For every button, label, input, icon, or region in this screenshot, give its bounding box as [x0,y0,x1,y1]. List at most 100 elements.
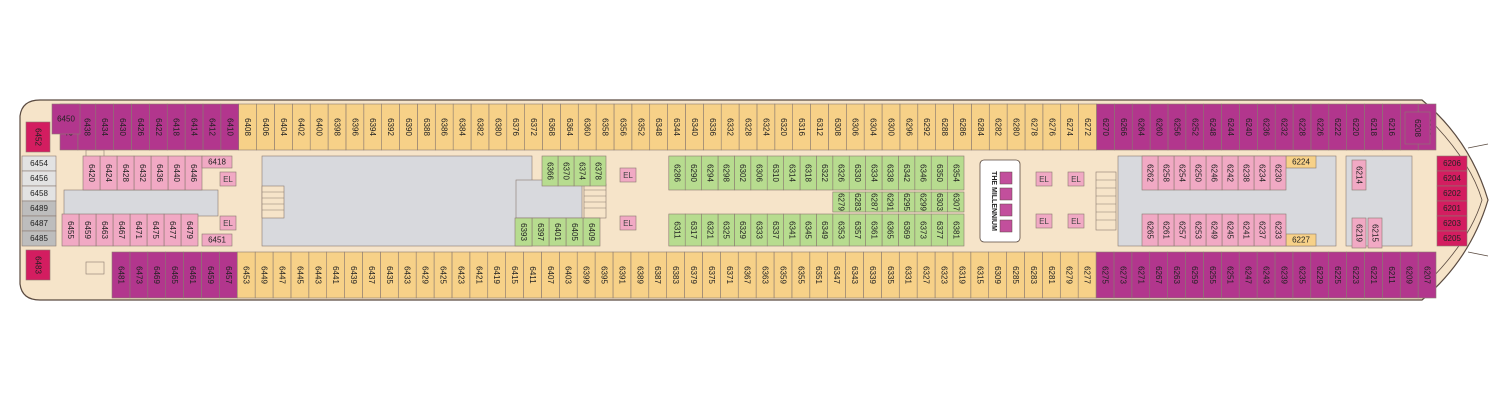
cabin-6201[interactable]: 6201 [1436,200,1468,217]
cabin-6234[interactable]: 6234 [1253,155,1271,191]
cabin-6304[interactable]: 6304 [863,103,883,151]
cabin-6262[interactable]: 6262 [1141,155,1159,191]
cabin-6345[interactable]: 6345 [799,213,817,247]
cabin-6443[interactable]: 6443 [308,251,328,299]
cabin-6450[interactable]: 6450 [51,103,81,135]
cabin-6348[interactable]: 6348 [649,103,668,151]
cabin-6291[interactable]: 6291 [881,191,899,213]
cabin-6237[interactable]: 6237 [1253,213,1271,247]
cabin-6369[interactable]: 6369 [898,213,916,247]
cabin-6294[interactable]: 6294 [701,155,719,191]
cabin-6282[interactable]: 6282 [988,103,1008,151]
cabin-6334[interactable]: 6334 [865,155,883,191]
cabin-6353[interactable]: 6353 [832,213,850,247]
cabin-6242[interactable]: 6242 [1221,155,1239,191]
cabin-6339[interactable]: 6339 [863,251,882,299]
cabin-6265[interactable]: 6265 [1141,213,1159,247]
cabin-6394[interactable]: 6394 [363,103,382,151]
cabin-6361[interactable]: 6361 [865,213,883,247]
cabin-6440[interactable]: 6440 [167,155,186,191]
cabin-6445[interactable]: 6445 [290,251,310,299]
cabin-6261[interactable]: 6261 [1157,213,1175,247]
cabin-6283[interactable]: 6283 [1024,251,1043,299]
cabin-6220[interactable]: 6220 [1346,103,1365,151]
cabin-6355[interactable]: 6355 [791,251,811,299]
cabin-6230[interactable]: 6230 [1269,155,1287,191]
cabin-6236[interactable]: 6236 [1256,103,1276,151]
cabin-6487[interactable]: 6487 [21,215,57,232]
cabin-6314[interactable]: 6314 [783,155,801,191]
cabin-6318[interactable]: 6318 [799,155,817,191]
cabin-6463[interactable]: 6463 [95,213,114,247]
cabin-6351[interactable]: 6351 [809,251,828,299]
cabin-6260[interactable]: 6260 [1149,103,1169,151]
cabin-6241[interactable]: 6241 [1237,213,1255,247]
cabin-6461[interactable]: 6461 [183,251,202,299]
cabin-6274[interactable]: 6274 [1060,103,1079,151]
cabin-6245[interactable]: 6245 [1221,213,1239,247]
cabin-6326[interactable]: 6326 [832,155,850,191]
cabin-6320[interactable]: 6320 [774,103,793,151]
cabin-6288[interactable]: 6288 [935,103,954,151]
cabin-6207[interactable]: 6207 [1417,251,1437,299]
cabin-6223[interactable]: 6223 [1346,251,1365,299]
cabin-6386[interactable]: 6386 [434,103,454,151]
cabin-6384[interactable]: 6384 [452,103,472,151]
cabin-6333[interactable]: 6333 [750,213,768,247]
cabin-6483[interactable]: 6483 [25,249,51,281]
cabin-6446[interactable]: 6446 [184,155,203,191]
cabin-6405[interactable]: 6405 [565,217,584,247]
cabin-6419[interactable]: 6419 [487,251,506,299]
cabin-6471[interactable]: 6471 [129,213,148,247]
cabin-6357[interactable]: 6357 [848,213,866,247]
cabin-6374[interactable]: 6374 [573,155,591,187]
cabin-6264[interactable]: 6264 [1131,103,1151,151]
cabin-6359[interactable]: 6359 [773,251,793,299]
cabin-6410[interactable]: 6410 [220,103,240,151]
cabin-6389[interactable]: 6389 [630,251,650,299]
cabin-6439[interactable]: 6439 [344,251,363,299]
cabin-6214[interactable]: 6214 [1351,159,1367,191]
cabin-6205[interactable]: 6205 [1436,230,1468,247]
cabin-6425[interactable]: 6425 [433,251,453,299]
cabin-6341[interactable]: 6341 [783,213,801,247]
cabin-6447[interactable]: 6447 [272,251,292,299]
cabin-6295[interactable]: 6295 [898,191,916,213]
cabin-6412[interactable]: 6412 [202,103,222,151]
cabin-6428[interactable]: 6428 [116,155,135,191]
cabin-6299[interactable]: 6299 [914,191,932,213]
cabin-6380[interactable]: 6380 [488,103,508,151]
cabin-6302[interactable]: 6302 [734,155,752,191]
cabin-6256[interactable]: 6256 [1167,103,1187,151]
cabin-6319[interactable]: 6319 [952,251,972,299]
cabin-6473[interactable]: 6473 [129,251,149,299]
cabin-6336[interactable]: 6336 [703,103,722,151]
cabin-6219[interactable]: 6219 [1351,217,1367,249]
cabin-6258[interactable]: 6258 [1157,155,1175,191]
cabin-6388[interactable]: 6388 [417,103,436,151]
cabin-6280[interactable]: 6280 [1006,103,1026,151]
cabin-6337[interactable]: 6337 [766,213,784,247]
cabin-6407[interactable]: 6407 [541,251,560,299]
cabin-6344[interactable]: 6344 [667,103,686,151]
cabin-6239[interactable]: 6239 [1274,251,1294,299]
cabin-6366[interactable]: 6366 [541,155,559,187]
cabin-6376[interactable]: 6376 [506,103,525,151]
cabin-6270[interactable]: 6270 [1096,103,1115,151]
cabin-6279[interactable]: 6279 [832,191,850,213]
cabin-6206[interactable]: 6206 [1436,155,1468,172]
cabin-6358[interactable]: 6358 [595,103,615,151]
cabin-6435[interactable]: 6435 [380,251,399,299]
cabin-6373[interactable]: 6373 [914,213,932,247]
cabin-6352[interactable]: 6352 [631,103,651,151]
cabin-6308[interactable]: 6308 [828,103,847,151]
cabin-6249[interactable]: 6249 [1205,213,1223,247]
cabin-6367[interactable]: 6367 [737,251,757,299]
cabin-6395[interactable]: 6395 [594,251,614,299]
cabin-6456[interactable]: 6456 [21,170,57,187]
cabin-6378[interactable]: 6378 [589,155,607,187]
cabin-6408[interactable]: 6408 [238,103,257,151]
cabin-6424[interactable]: 6424 [99,155,118,191]
cabin-6350[interactable]: 6350 [930,155,948,191]
cabin-6306[interactable]: 6306 [750,155,768,191]
